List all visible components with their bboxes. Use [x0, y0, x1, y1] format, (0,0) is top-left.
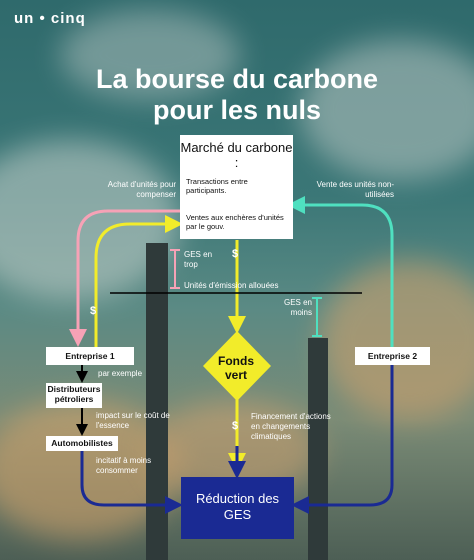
- allocated-units-label: Unités d'émission allouées: [184, 281, 279, 290]
- ges-trop-bracket: [170, 249, 180, 289]
- entreprise-1-box: Entreprise 1: [46, 347, 134, 365]
- page-subtitle: pour les nuls: [152, 95, 322, 125]
- ges-moins-bracket: [312, 297, 322, 337]
- cloud: [300, 40, 474, 180]
- navy-arrow: [80, 451, 183, 514]
- financing-label: Financement d'actions en changements cli…: [251, 412, 331, 441]
- market-item-transactions: Transactions entre participants.: [186, 177, 248, 195]
- logo: un • cinq: [14, 10, 86, 27]
- distributeurs-box: Distributeurs pétroliers: [46, 383, 102, 408]
- fonds-vert-diamond: [203, 331, 271, 401]
- fonds-vert-label: Fonds vert: [218, 354, 254, 382]
- market-item-auctions: Ventes aux enchères d'unités par le gouv…: [186, 213, 284, 231]
- reduction-label: Réduction des GES: [195, 491, 280, 522]
- pink-arrow: [69, 209, 180, 347]
- market-title: Marché du carbone :: [180, 140, 293, 170]
- dollar-icon: $: [232, 420, 239, 432]
- ges-trop-label: GES en trop: [184, 250, 213, 269]
- teal-arrow: [287, 196, 394, 347]
- chimney: [146, 243, 168, 560]
- dollar-icon: $: [90, 305, 97, 317]
- fuel-cost-impact-label: impact sur le coût de l'essence: [96, 411, 170, 430]
- automobilistes-box: Automobilistes: [46, 436, 118, 451]
- dollar-icon: $: [232, 248, 239, 260]
- yellow-arrow: [94, 215, 183, 347]
- carbon-market-box: Marché du carbone : Transactions entre p…: [180, 135, 293, 239]
- example-label: par exemple: [98, 369, 143, 378]
- page-title: La bourse du carbone: [95, 64, 379, 94]
- ges-moins-label: GES en moins: [283, 298, 312, 317]
- entreprise-2-box: Entreprise 2: [355, 347, 430, 365]
- reduction-ges-box: Réduction des GES: [181, 477, 294, 539]
- sell-units-label: Vente des unités non-utilisées: [316, 180, 394, 199]
- navy-arrow: [291, 365, 394, 514]
- cloud: [60, 10, 240, 100]
- cloud: [320, 260, 474, 420]
- buy-units-label: Achat d'unités pour compenser: [107, 180, 176, 199]
- consume-less-label: incitatif à moins consommer: [96, 456, 152, 475]
